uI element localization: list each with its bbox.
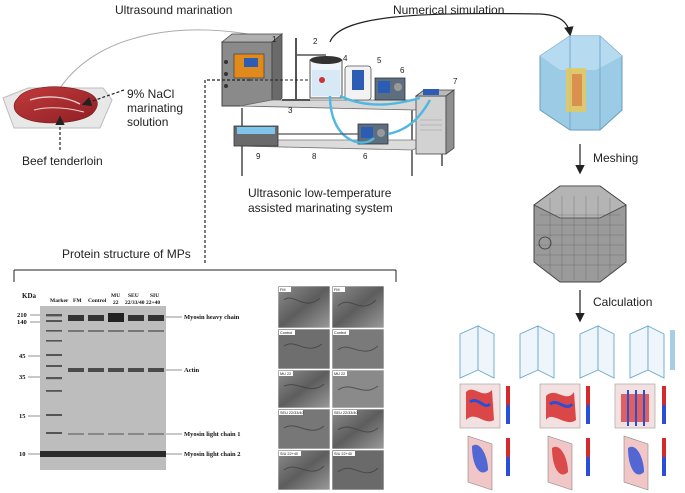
apparatus-num-8: 8 (312, 152, 317, 161)
flow-arrow-to-simulation (329, 12, 574, 43)
apparatus-num-1: 1 (272, 35, 277, 44)
gel-lane-siu-sub: 22+40 (146, 300, 160, 306)
marinating-apparatus (220, 33, 456, 176)
sem-left-fm: FM (280, 288, 285, 292)
title-ultrasound-marination: Ultrasound marination (115, 3, 232, 17)
dashed-arrow-nacl (81, 89, 125, 107)
sem-left-siu: SIU 22+40 (280, 452, 298, 456)
title-numerical-simulation: Numerical simulation (393, 3, 504, 17)
protein-bracket (13, 269, 397, 282)
sem-left-control: Control (280, 331, 292, 335)
sem-left-seu: SEU 22/33/40 (280, 411, 304, 415)
label-system-line2: assisted marinating system (248, 201, 393, 215)
apparatus-num-2: 2 (313, 37, 318, 46)
calculation-results (459, 325, 675, 491)
sds-page-gel: KDa Marker FM Control MU 22 SEU 22/33/40… (17, 292, 241, 470)
label-calculation: Calculation (593, 295, 652, 309)
label-meshing: Meshing (593, 151, 638, 165)
gel-band-myosin-heavy: Myosin heavy chain (184, 314, 240, 321)
sem-left-mu: MU 22 (280, 372, 291, 376)
apparatus-num-9: 9 (256, 152, 261, 161)
apparatus-num-6b: 6 (363, 152, 368, 161)
label-protein-structure: Protein structure of MPs (62, 247, 191, 261)
sem-right-siu: SIU 22+40 (334, 452, 352, 456)
apparatus-num-7: 7 (453, 77, 458, 86)
label-nacl-line3: solution (127, 115, 168, 129)
flow-arc-beef-to-system (59, 29, 269, 89)
sem-right-fm: FM (334, 288, 339, 292)
sem-right-control: Control (334, 331, 346, 335)
sem-right-seu: SEU 22/33/40 (334, 411, 358, 415)
label-system-line1: Ultrasonic low-temperature (248, 186, 392, 200)
gel-lane-control: Control (88, 298, 107, 304)
mesh-model (533, 185, 627, 283)
label-nacl-line1: 9% NaCl (127, 87, 174, 101)
gel-lane-mu: MU (111, 293, 120, 299)
gel-marker-210: 210 (17, 312, 27, 319)
gel-band-mlc2: Myosin light chain 2 (184, 451, 241, 458)
gel-marker-35: 35 (19, 374, 26, 381)
label-nacl-line2: marinating (127, 101, 183, 115)
dashed-connector-to-mps (204, 79, 250, 265)
beef-tray (2, 86, 113, 129)
apparatus-num-5: 5 (377, 56, 382, 65)
gel-marker-45: 45 (19, 353, 26, 360)
sem-micrographs: FM FM Control Control MU 22 MU 22 SEU 22… (277, 285, 385, 491)
apparatus-num-6a: 6 (400, 66, 405, 75)
gel-kda-label: KDa (22, 292, 37, 300)
gel-band-mlc1: Myosin light chain 1 (184, 431, 241, 438)
label-beef-tenderloin: Beef tenderloin (22, 154, 103, 168)
gel-lane-seu-sub: 22/33/40 (125, 300, 145, 306)
apparatus-num-3: 3 (288, 106, 293, 115)
gel-marker-15: 15 (19, 413, 26, 420)
gel-lane-seu: SEU (128, 293, 139, 299)
sem-right-mu: MU 22 (334, 372, 345, 376)
gel-lane-siu: SIU (150, 293, 159, 299)
gel-lane-fm: FM (73, 298, 82, 304)
simulation-domain-3d (539, 35, 623, 131)
gel-marker-10: 10 (19, 451, 26, 458)
apparatus-num-4: 4 (343, 54, 348, 63)
apparatus-number-labels: 1 2 3 4 5 6 7 8 9 6 (256, 35, 458, 161)
gel-band-actin: Actin (184, 367, 200, 374)
gel-lane-mu-sub: 22 (113, 300, 119, 306)
gel-lane-marker: Marker (50, 298, 69, 304)
gel-marker-140: 140 (17, 319, 27, 326)
